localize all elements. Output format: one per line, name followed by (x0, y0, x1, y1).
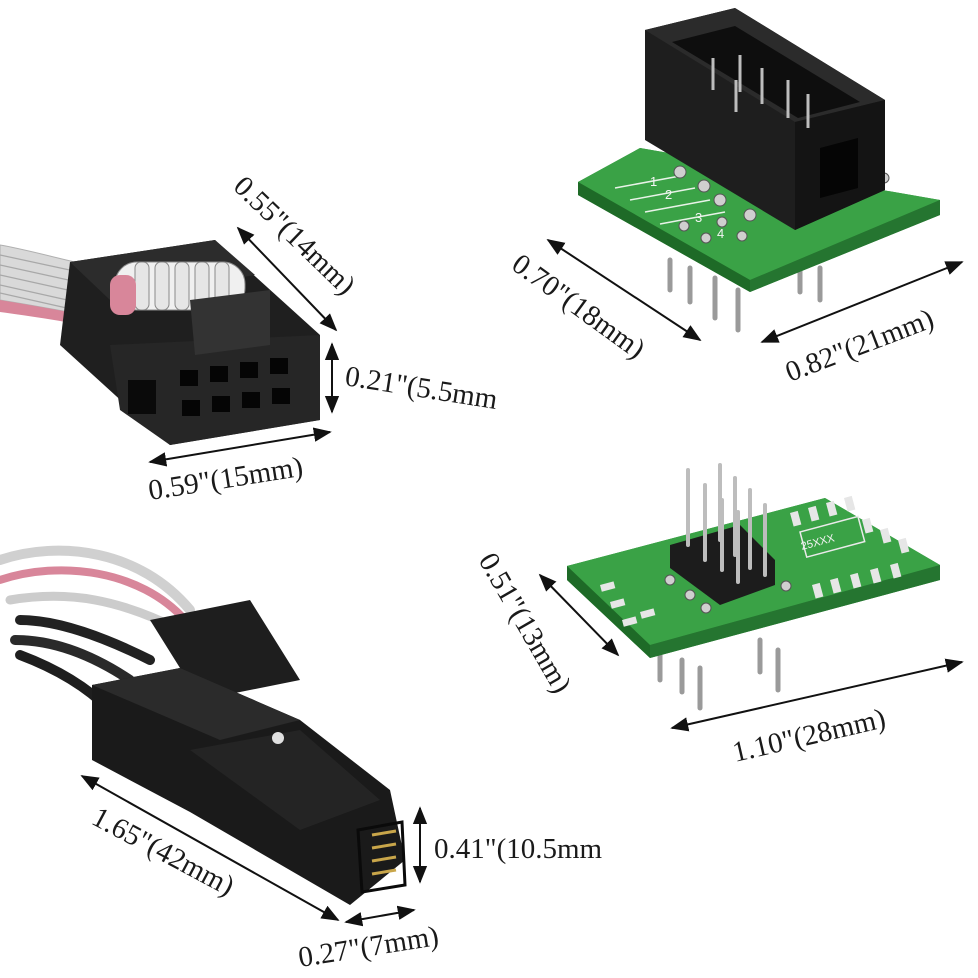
ribbon-cable-connector (0, 240, 320, 445)
soic-adapter-board: 25XXX (567, 463, 940, 711)
soic-depth-label: 0.51"(13mm) (472, 548, 578, 699)
header-pin-label-2: 2 (665, 187, 672, 202)
header-adapter-board: 1 2 3 4 (578, 8, 940, 333)
clip-height-label: 0.41"(10.5mm (434, 833, 603, 865)
soic-width-label: 1.10"(28mm) (729, 703, 888, 769)
header-depth-label: 0.70"(18mm) (506, 248, 651, 366)
header-pin-label-1: 1 (650, 174, 657, 189)
soic-test-clip (0, 545, 407, 905)
ribbon-height-dimension: 0.21"(5.5mm (324, 342, 500, 416)
clip-tip-dimension: 0.27"(7mm) (296, 905, 441, 974)
header-width-label: 0.82"(21mm) (781, 303, 938, 389)
clip-tip-label: 0.27"(7mm) (296, 920, 441, 974)
clip-height-dimension: 0.41"(10.5mm (412, 806, 603, 884)
soic-width-dimension: 1.10"(28mm) (670, 658, 964, 769)
header-pin-label-4: 4 (717, 226, 724, 241)
header-pin-label-3: 3 (695, 210, 702, 225)
header-width-dimension: 0.82"(21mm) (760, 261, 964, 389)
ribbon-height-label: 0.21"(5.5mm (343, 360, 500, 416)
